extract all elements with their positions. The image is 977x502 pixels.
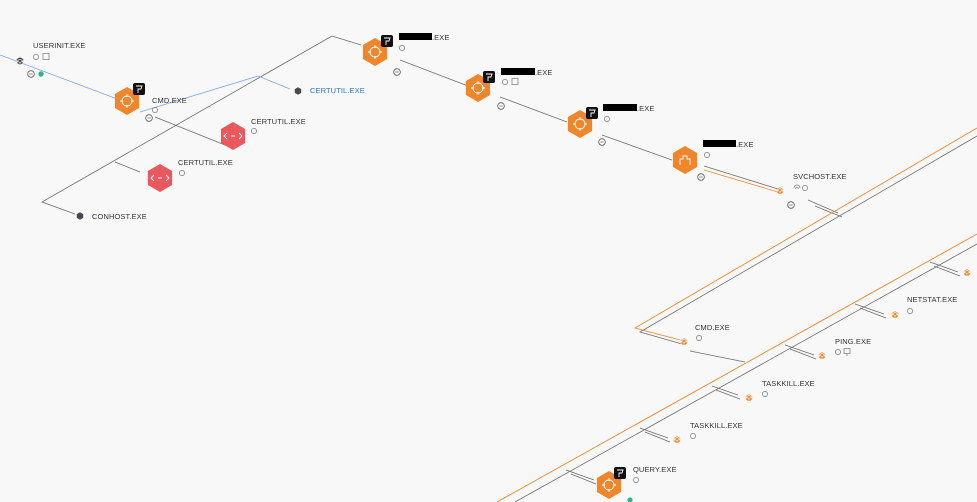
edge-line <box>689 350 746 363</box>
edge-line <box>514 243 977 502</box>
edge-line-orange <box>496 233 977 502</box>
node-label: NETSTAT.EXE <box>907 295 957 304</box>
grid-icon <box>511 78 519 85</box>
network-icon <box>696 335 702 341</box>
edge-line <box>644 431 671 443</box>
node-certutil-selected[interactable]: CERTUTIL.EXE <box>294 86 365 95</box>
node-label: .EXE <box>736 140 754 149</box>
node-netstat[interactable]: NETSTAT.EXE <box>891 295 958 320</box>
node-label: TASKKILL.EXE <box>762 379 815 388</box>
grid-icon <box>42 53 50 60</box>
user-icon <box>672 146 698 174</box>
edge-line <box>789 348 817 360</box>
node-label: PING.EXE <box>835 337 871 346</box>
edge-line <box>854 303 885 315</box>
node-process-offscreen[interactable] <box>963 269 971 278</box>
node-ping[interactable]: PING.EXE <box>818 337 871 361</box>
node-redacted-process[interactable]: .EXE <box>362 33 450 76</box>
edge-line <box>784 344 815 356</box>
edge-line <box>565 469 595 481</box>
network-icon <box>152 107 158 113</box>
wifi-icon <box>793 184 801 190</box>
node-certutil-alert[interactable]: CERTUTIL.EXE <box>220 117 306 150</box>
network-icon <box>690 433 696 439</box>
network-icon <box>704 152 710 158</box>
node-label: USERINIT.EXE <box>33 41 85 50</box>
node-label: CMD.EXE <box>695 323 730 332</box>
edge-line-orange <box>633 127 977 341</box>
edge-line <box>859 307 887 319</box>
cube-icon <box>294 87 302 95</box>
edge-line-orange <box>703 169 779 193</box>
redaction-bar <box>399 33 432 40</box>
edge-line-blue <box>139 75 259 113</box>
network-icon <box>502 79 508 85</box>
edge-line <box>638 135 977 345</box>
node-svchost[interactable]: SVCHOST.EXE <box>776 172 847 209</box>
node-label: CERTUTIL.EXE <box>310 86 365 95</box>
node-label: CERTUTIL.EXE <box>251 117 306 126</box>
edge-line <box>703 165 779 190</box>
network-icon <box>802 185 808 191</box>
status-dot <box>627 497 633 502</box>
network-icon <box>33 54 39 60</box>
network-icon <box>399 45 405 51</box>
node-cmd[interactable]: CMD.EXE <box>680 323 730 347</box>
edge-line <box>331 35 362 46</box>
node-label: .EXE <box>637 104 655 113</box>
node-query[interactable]: QUERY.EXE <box>596 465 677 502</box>
edge-line <box>715 389 741 400</box>
network-icon <box>604 116 610 122</box>
node-label: TASKKILL.EXE <box>690 421 743 430</box>
network-icon <box>762 391 768 397</box>
node-label: SVCHOST.EXE <box>793 172 847 181</box>
edge-line <box>499 96 568 123</box>
network-icon <box>835 349 841 355</box>
edge-line <box>814 205 843 218</box>
graph-edges <box>0 35 977 502</box>
node-redacted-process[interactable]: .EXE <box>567 104 655 146</box>
edge-line <box>114 161 141 173</box>
node-taskkill[interactable]: TASKKILL.EXE <box>673 421 743 445</box>
monitor-icon <box>843 348 851 354</box>
redaction-bar <box>603 104 637 111</box>
network-icon <box>907 308 913 314</box>
edge-line <box>711 385 739 396</box>
node-label: .EXE <box>432 33 450 42</box>
node-label: QUERY.EXE <box>633 465 677 474</box>
node-label: CONHOST.EXE <box>92 212 147 221</box>
node-taskkill[interactable]: TASKKILL.EXE <box>745 379 815 403</box>
node-cmd[interactable]: CMD.EXE <box>114 83 187 122</box>
edge-line <box>570 473 597 485</box>
node-redacted-process[interactable]: .EXE <box>672 140 754 181</box>
redaction-bar <box>703 140 736 147</box>
network-icon <box>251 128 257 134</box>
node-userinit[interactable]: USERINIT.EXE <box>16 41 86 78</box>
edge-line <box>41 35 333 215</box>
node-label: .EXE <box>535 68 553 77</box>
edge-line <box>933 265 961 277</box>
edge-line <box>807 199 839 214</box>
cube-icon <box>76 212 84 220</box>
edge-line <box>639 427 669 439</box>
node-certutil-alert[interactable]: CERTUTIL.EXE <box>147 158 233 192</box>
status-dot <box>38 71 44 77</box>
edge-line <box>929 261 959 273</box>
node-label: CERTUTIL.EXE <box>178 158 233 167</box>
edge-line-blue <box>257 75 291 90</box>
edge-line <box>399 59 469 87</box>
network-icon <box>633 477 639 483</box>
node-redacted-process[interactable]: .EXE <box>465 68 553 110</box>
node-conhost[interactable]: CONHOST.EXE <box>76 212 147 221</box>
edge-line <box>154 116 226 146</box>
edge-line <box>601 134 673 161</box>
redaction-bar <box>501 68 535 75</box>
node-label: CMD.EXE <box>152 96 187 105</box>
cube-glyph <box>16 59 24 67</box>
network-icon <box>179 170 185 176</box>
